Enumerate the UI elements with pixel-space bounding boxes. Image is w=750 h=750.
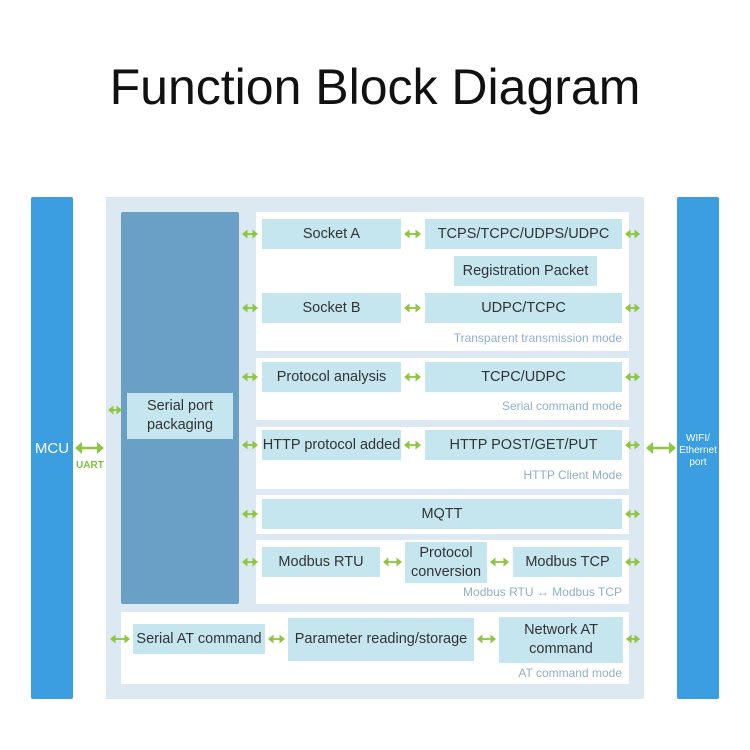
port-label-line1: WIFI/ (686, 433, 710, 444)
http-mode-note: HTTP Client Mode (523, 468, 622, 482)
mqtt-port-arrow (625, 509, 640, 519)
socket-a-right-arrow (404, 229, 421, 239)
modbus-mid-left-arrow (383, 557, 402, 567)
transparent-mode-note: Transparent transmission mode (453, 331, 622, 345)
tcpc-udpc-box: TCPC/UDPC (425, 362, 622, 392)
port-label-line3: port (689, 457, 707, 468)
conversion-line1: Protocol (419, 544, 473, 561)
port-label-line2: Ethernet (679, 445, 717, 456)
protocol-conversion-box: Protocol conversion (405, 542, 487, 583)
modbus-mode-note: Modbus RTU ↔ Modbus TCP (463, 585, 622, 599)
at-mid-right-arrow (477, 634, 496, 644)
tcp-a-port-arrow (625, 229, 640, 239)
socket-b-box: Socket B (262, 293, 401, 323)
network-at-line1: Network AT (524, 622, 598, 638)
serial-mode-note: Serial command mode (501, 399, 622, 413)
socket-b-right-arrow (404, 303, 421, 313)
mcu-uart-arrow (75, 442, 104, 454)
socket-a-left-arrow (242, 229, 258, 239)
http-port-arrow (625, 440, 640, 450)
modbus-port-arrow (625, 557, 640, 567)
http-right-arrow (404, 440, 421, 450)
mqtt-box: MQTT (262, 499, 622, 529)
port-arrow (646, 442, 676, 454)
uart-label: UART (76, 460, 104, 471)
tcp-udp-a-box: TCPS/TCPC/UDPS/UDPC (425, 219, 622, 249)
serial-port-packaging-box: Serial port packaging (127, 393, 233, 439)
protocol-left-arrow (242, 372, 258, 382)
mcu-bar (31, 197, 73, 699)
at-mid-left-arrow (268, 634, 285, 644)
modbus-tcp-box: Modbus TCP (513, 547, 622, 577)
modbus-left-arrow (242, 557, 258, 567)
serial-col-arrow (108, 405, 122, 415)
protocol-analysis-box: Protocol analysis (262, 362, 401, 392)
serial-at-command-box: Serial AT command (133, 624, 265, 654)
mcu-label: MCU (34, 440, 70, 457)
udp-b-port-arrow (625, 303, 640, 313)
protocol-right-arrow (404, 372, 421, 382)
socket-b-left-arrow (242, 303, 258, 313)
http-left-arrow (242, 440, 258, 450)
at-port-arrow (626, 634, 640, 644)
diagram-title: Function Block Diagram (109, 59, 641, 115)
at-left-arrow (110, 634, 130, 644)
modbus-mid-right-arrow (490, 557, 509, 567)
mqtt-left-arrow (242, 509, 258, 519)
network-at-command-box: Network AT command (499, 617, 623, 663)
http-methods-box: HTTP POST/GET/PUT (425, 430, 622, 460)
serial-line1: Serial port (146, 398, 214, 414)
parameter-storage-box: Parameter reading/storage (288, 618, 474, 661)
wifi-ethernet-label: WIFI/ Ethernet port (672, 433, 724, 469)
wifi-ethernet-bar (677, 197, 719, 699)
socket-a-box: Socket A (262, 219, 401, 249)
conversion-line2: conversion (410, 563, 482, 580)
registration-packet-box: Registration Packet (454, 256, 597, 286)
network-at-line2: command (529, 641, 593, 657)
http-protocol-added-box: HTTP protocol added (262, 430, 401, 460)
at-mode-note: AT command mode (518, 666, 622, 680)
tcpc-port-arrow (625, 372, 640, 382)
udp-tcp-b-box: UDPC/TCPC (425, 293, 622, 323)
serial-line2: packaging (146, 417, 214, 433)
modbus-rtu-box: Modbus RTU (262, 547, 380, 577)
